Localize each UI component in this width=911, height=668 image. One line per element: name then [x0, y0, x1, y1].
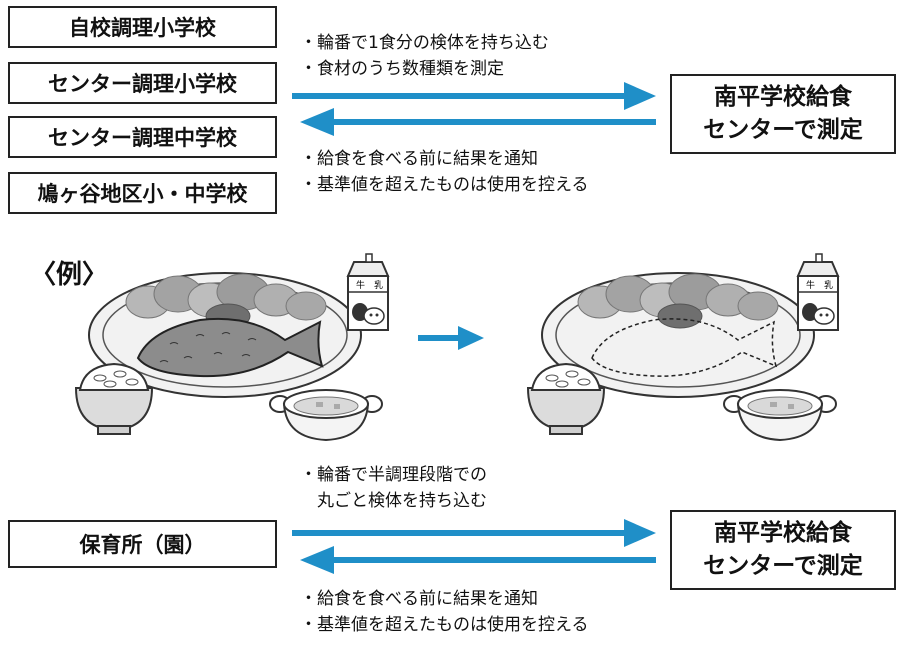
- arrowhead-right-icon: [624, 82, 656, 110]
- top-upper-notes: ・輪番で1食分の検体を持ち込む ・食材のうち数種類を測定: [300, 30, 549, 82]
- milk-carton-icon: 牛 乳: [797, 253, 839, 331]
- arrowhead-left-icon: [300, 546, 334, 574]
- note-line: ・給食を食べる前に結果を通知: [300, 589, 538, 609]
- center-box-bottom: 南平学校給食 センターで測定: [670, 510, 896, 590]
- center-line: センターで測定: [703, 117, 863, 143]
- arrowhead-left-icon: [300, 108, 334, 136]
- center-line: 南平学校給食: [714, 519, 852, 546]
- note-line: ・基準値を超えたものは使用を控える: [300, 615, 589, 635]
- soup-bowl-icon: [723, 389, 837, 441]
- bottom-upper-notes: ・輪番で半調理段階での 丸ごと検体を持ち込む: [300, 462, 487, 514]
- center-line: センターで測定: [703, 553, 863, 579]
- school-box-jikou-shogakko: 自校調理小学校: [8, 6, 277, 48]
- milk-text: 牛: [806, 279, 815, 291]
- top-lower-notes: ・給食を食べる前に結果を通知 ・基準値を超えたものは使用を控える: [300, 146, 589, 198]
- milk-text: 乳: [374, 279, 383, 291]
- arrowhead-right-icon: [458, 326, 484, 350]
- bottom-lower-notes: ・給食を食べる前に結果を通知 ・基準値を超えたものは使用を控える: [300, 586, 589, 638]
- soup-bowl-icon: [269, 389, 383, 441]
- arrowhead-right-icon: [624, 519, 656, 547]
- rice-bowl-icon: [75, 363, 153, 435]
- center-box-top: 南平学校給食 センターで測定: [670, 74, 896, 154]
- note-line: ・輪番で1食分の検体を持ち込む: [300, 33, 549, 53]
- nursery-box: 保育所（園）: [8, 520, 277, 568]
- school-box-center-chugakko: センター調理中学校: [8, 116, 277, 158]
- note-line: ・基準値を超えたものは使用を控える: [300, 175, 589, 195]
- fish-removed-outline-icon: [591, 318, 778, 377]
- note-line: ・輪番で半調理段階での: [300, 465, 487, 485]
- school-box-center-shogakko: センター調理小学校: [8, 62, 277, 104]
- milk-text: 牛: [356, 279, 365, 291]
- rice-bowl-icon: [527, 363, 605, 435]
- note-line: 丸ごと検体を持ち込む: [300, 491, 487, 511]
- milk-carton-icon: 牛 乳: [347, 253, 389, 331]
- school-box-hatogaya: 鳩ヶ谷地区小・中学校: [8, 172, 277, 214]
- note-line: ・給食を食べる前に結果を通知: [300, 149, 538, 169]
- center-line: 南平学校給食: [714, 83, 852, 110]
- fish-icon: [136, 317, 324, 378]
- milk-text: 乳: [824, 279, 833, 291]
- example-label: 〈例〉: [30, 260, 109, 290]
- note-line: ・食材のうち数種類を測定: [300, 59, 504, 79]
